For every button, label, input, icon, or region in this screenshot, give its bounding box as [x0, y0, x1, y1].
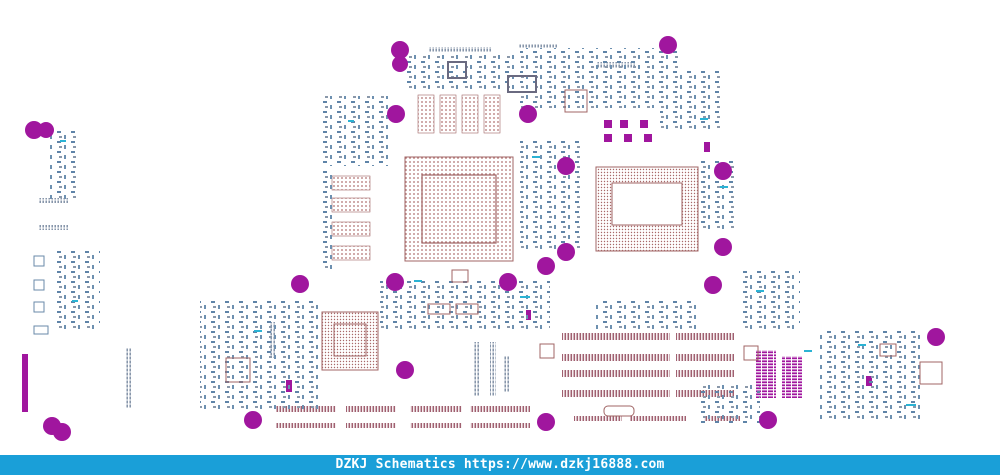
mount-hole: [499, 273, 517, 291]
mount-hole: [714, 162, 732, 180]
mount-hole: [291, 275, 309, 293]
bottom-connectors: [276, 406, 740, 428]
mount-hole: [927, 328, 945, 346]
bga-chip-main: [404, 156, 514, 262]
mount-hole: [38, 122, 54, 138]
cyan-silk-marks: [60, 118, 916, 406]
vram-array: [331, 94, 501, 261]
pcb-boardview: [22, 36, 945, 441]
mount-hole: [396, 361, 414, 379]
mount-hole: [714, 238, 732, 256]
footer-banner: DZKJ Schematics https://www.dzkj16888.co…: [0, 455, 1000, 475]
mount-hole: [537, 257, 555, 275]
mount-hole: [537, 413, 555, 431]
mount-hole: [387, 105, 405, 123]
mount-hole: [53, 423, 71, 441]
cpu-socket: [595, 166, 699, 252]
purple-pin-banks: [22, 350, 802, 412]
mount-hole: [557, 243, 575, 261]
mount-hole: [759, 411, 777, 429]
mount-hole: [392, 56, 408, 72]
bga-chip-pch: [321, 311, 379, 371]
mount-hole: [557, 157, 575, 175]
smd-clusters: [48, 48, 920, 425]
left-edge-parts: [33, 198, 68, 335]
mount-hole: [244, 411, 262, 429]
mount-hole: [386, 273, 404, 291]
mount-holes: [25, 36, 945, 441]
mount-hole: [25, 121, 43, 139]
small-ics: [225, 61, 943, 417]
mount-hole: [704, 276, 722, 294]
mount-hole: [391, 41, 409, 59]
mount-hole: [519, 105, 537, 123]
mount-hole: [659, 36, 677, 54]
